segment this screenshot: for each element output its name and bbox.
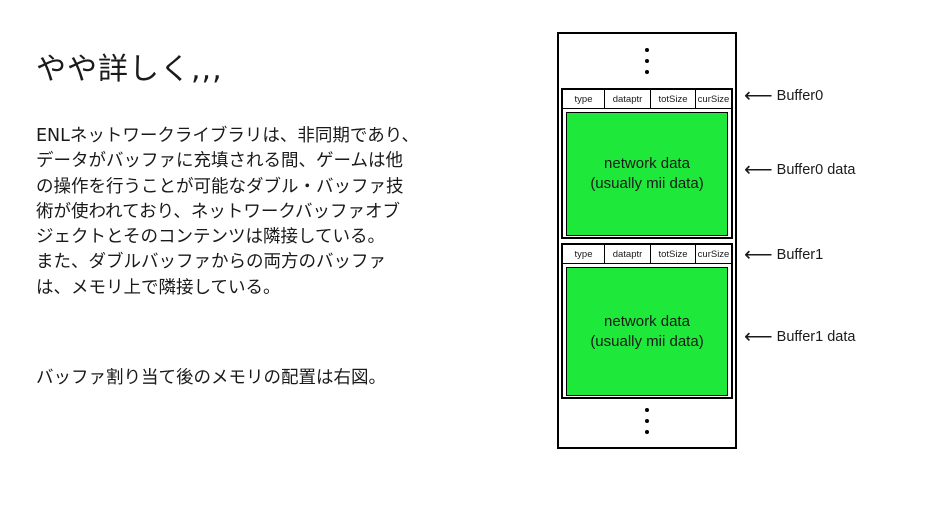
label-buffer0-data: ⟵ Buffer0 data	[744, 159, 856, 181]
label-text: Buffer1 data	[776, 329, 856, 345]
header-field-totsize: totSize	[651, 90, 696, 108]
label-buffer1: ⟵ Buffer1	[744, 244, 824, 266]
paragraph-line: データがバッファに充填される間、ゲームは他	[36, 151, 403, 172]
label-text: Buffer1	[776, 247, 824, 263]
left-arrow-icon: ⟵	[744, 326, 773, 348]
ellipsis-bottom-icon	[559, 404, 735, 437]
ellipsis-top-icon	[559, 44, 735, 77]
label-buffer0: ⟵ Buffer0	[744, 85, 824, 107]
buffer0-data-box: network data (usually mii data)	[566, 112, 728, 236]
left-arrow-icon: ⟵	[744, 85, 773, 107]
description-paragraph: ENLネットワークライブラリは、非同期であり、 データがバッファに充填される間、…	[36, 124, 536, 301]
data-box-line1: network data	[604, 312, 690, 330]
memory-layout-diagram: type dataptr totSize curSize network dat…	[557, 32, 737, 449]
header-field-dataptr: dataptr	[605, 90, 651, 108]
header-field-type: type	[563, 90, 605, 108]
header-field-type: type	[563, 245, 605, 263]
paragraph-line: の操作を行うことが可能なダブル・バッファ技	[36, 176, 404, 197]
data-box-line2: (usually mii data)	[590, 332, 704, 350]
header-field-cursize: curSize	[697, 248, 730, 260]
paragraph-line: ENLネットワークライブラリは、非同期であり、	[36, 126, 420, 146]
paragraph-line: 術が使われており、ネットワークバッファオブ	[36, 201, 400, 222]
header-field-dataptr: dataptr	[605, 245, 651, 263]
paragraph-line: は、メモリ上で隣接している。	[36, 277, 281, 298]
buffer1-data-box: network data (usually mii data)	[566, 267, 728, 396]
label-text: Buffer0	[776, 88, 824, 104]
left-arrow-icon: ⟵	[744, 244, 773, 266]
buffer0-block: type dataptr totSize curSize network dat…	[561, 88, 733, 239]
buffer1-block: type dataptr totSize curSize network dat…	[561, 243, 733, 399]
data-box-line1: network data	[604, 155, 690, 172]
caption-text: バッファ割り当て後のメモリの配置は右図。	[36, 368, 386, 388]
slide-title: やや詳しく,,,	[36, 52, 223, 87]
header-field-cursize: curSize	[697, 93, 730, 105]
header-field-totsize: totSize	[651, 245, 696, 263]
label-buffer1-data: ⟵ Buffer1 data	[744, 326, 856, 348]
data-box-line2: (usually mii data)	[590, 175, 704, 192]
label-text: Buffer0 data	[776, 162, 856, 178]
paragraph-line: また、ダブルバッファからの両方のバッファ	[36, 252, 386, 273]
buffer1-header: type dataptr totSize curSize	[563, 245, 731, 264]
left-arrow-icon: ⟵	[744, 159, 773, 181]
buffer0-header: type dataptr totSize curSize	[563, 90, 731, 109]
paragraph-line: ジェクトとそのコンテンツは隣接している。	[36, 227, 385, 248]
